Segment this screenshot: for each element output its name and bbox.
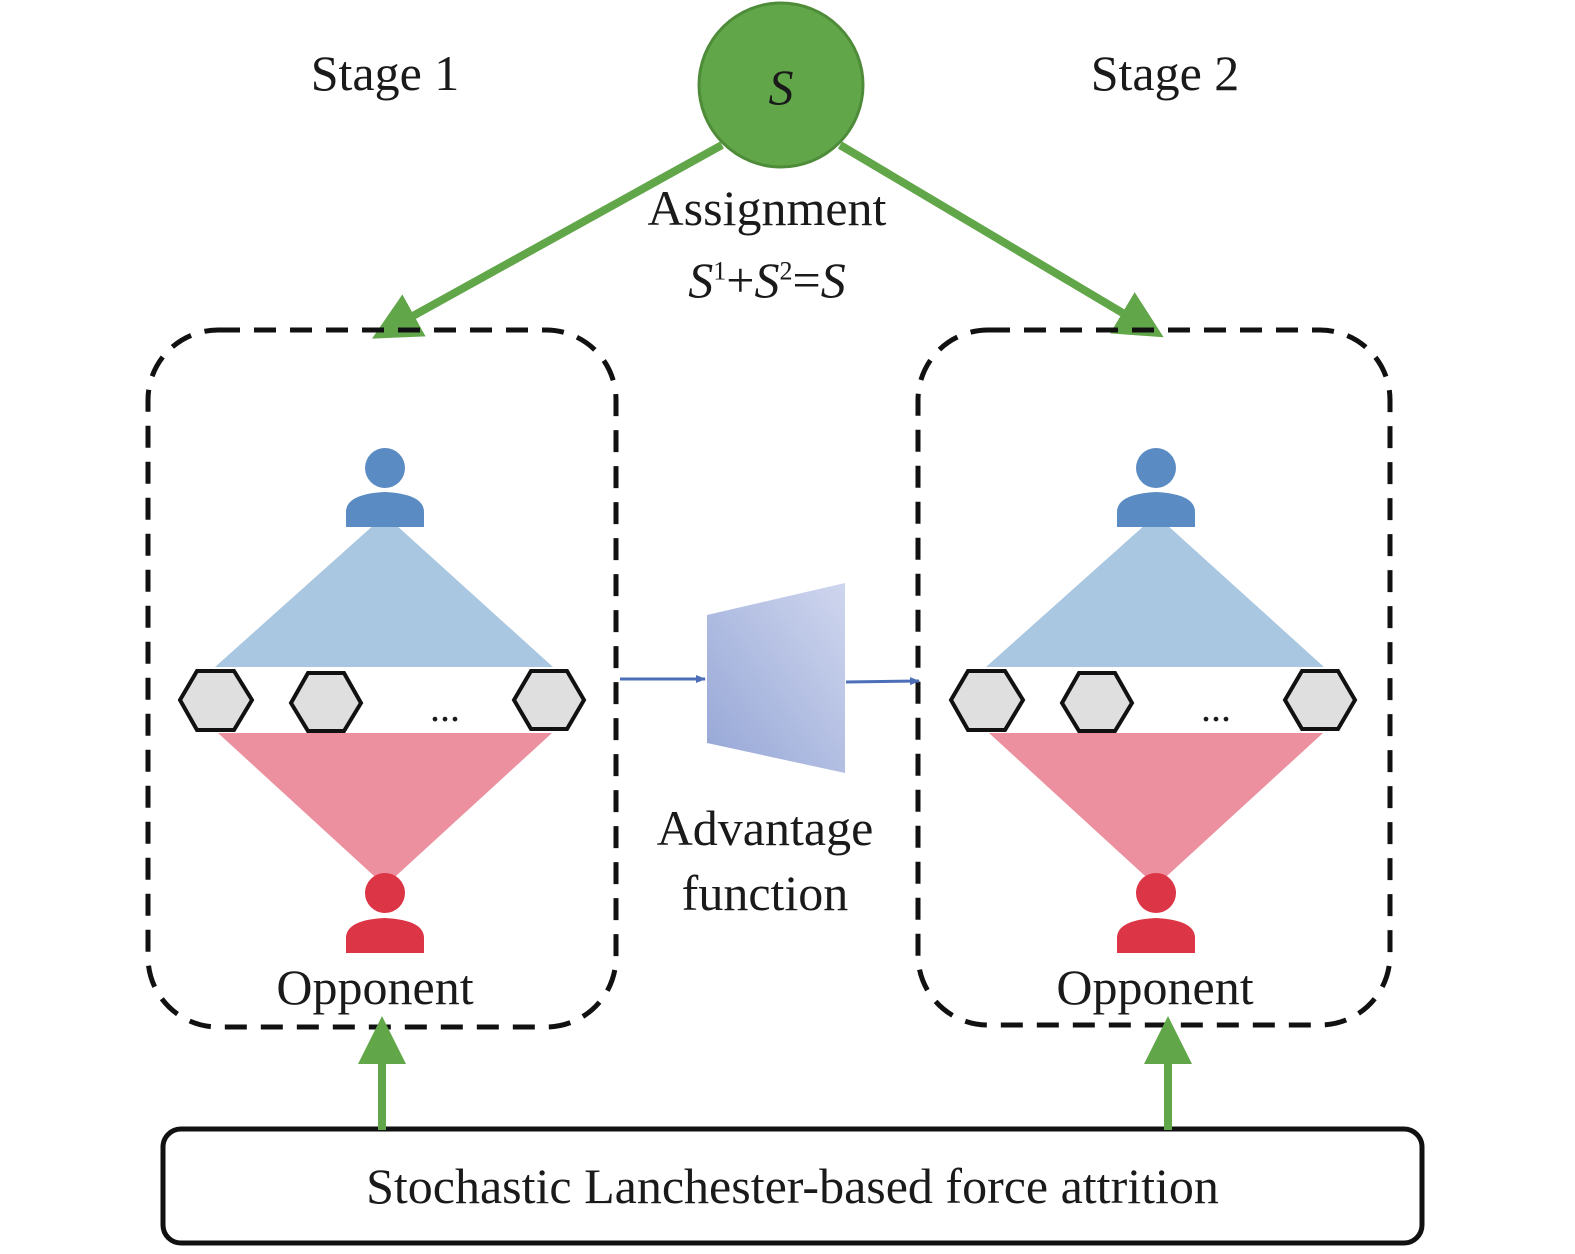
stage1-opponent-label: Opponent: [276, 959, 474, 1015]
stage2-title: Stage 2: [1090, 45, 1240, 101]
eq-sup-b: 2: [779, 256, 793, 286]
stage2-player-icon: [1117, 492, 1195, 527]
stage2-node-hex-1: [948, 669, 1026, 732]
assignment-arrow-stage1: [371, 141, 724, 339]
advantage-output-arrow: [845, 677, 920, 686]
stage1-opponent-head: [365, 873, 405, 913]
eq-term-b: S: [754, 252, 780, 308]
stage2-node-hex-2: [1059, 671, 1135, 733]
stage1-content: [177, 448, 587, 953]
stage2-node-hex-3: [1282, 669, 1358, 731]
stage2-player-head: [1136, 448, 1176, 488]
stage1-ellipsis: ...: [430, 685, 460, 730]
stage1-node-hex-3: [511, 669, 587, 731]
source-node-circle: [697, 1, 865, 169]
stage1-player-icon: [346, 492, 424, 527]
stage2-opponent-label: Opponent: [1056, 959, 1254, 1015]
advantage-label-line2: function: [681, 865, 849, 921]
stage2-ellipsis: ...: [1201, 685, 1231, 730]
stage2-blue-cone: [986, 515, 1324, 667]
eq-plus: +: [726, 252, 755, 308]
stage1-node-hex-2: [288, 671, 364, 733]
source-node-label: S: [768, 59, 794, 115]
advantage-function-block: [707, 583, 845, 773]
eq-equals: =: [792, 252, 821, 308]
stage2-opponent-icon: [1117, 918, 1195, 953]
stage2-red-cone: [989, 733, 1323, 886]
stage1-opponent-icon: [346, 918, 424, 953]
stage2-opponent-head: [1136, 873, 1176, 913]
stage1-node-hex-1: [177, 669, 255, 732]
attrition-label: Stochastic Lanchester-based force attrit…: [366, 1158, 1219, 1214]
eq-term-a: S: [688, 252, 714, 308]
assignment-arrow-stage2: [837, 141, 1164, 338]
attrition-box: [160, 1126, 1425, 1246]
stage1-player-head: [365, 448, 405, 488]
stage1-title: Stage 1: [310, 45, 460, 101]
eq-sup-a: 1: [713, 256, 727, 286]
stage1-red-cone: [218, 733, 552, 886]
advantage-label-line1: Advantage: [656, 800, 874, 856]
eq-term-c: S: [820, 252, 846, 308]
stage1-blue-cone: [215, 515, 553, 667]
stage2-content: [948, 448, 1358, 953]
assignment-equation: S1+S2=S: [617, 255, 917, 305]
assignment-label: Assignment: [647, 180, 887, 236]
